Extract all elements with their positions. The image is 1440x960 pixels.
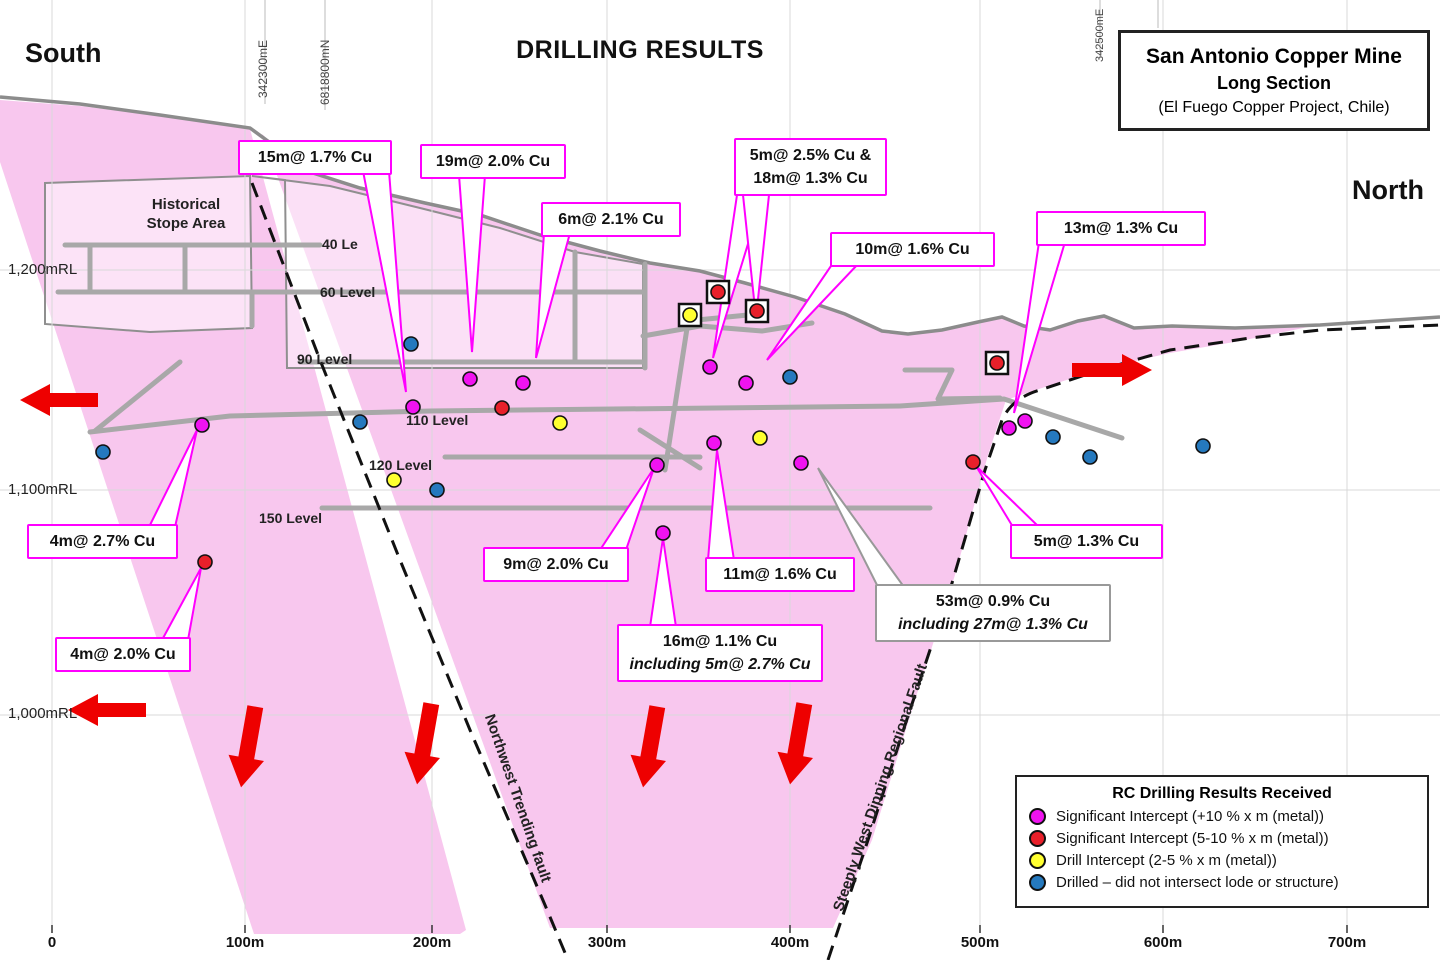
red-arrow-down-4 xyxy=(777,702,813,785)
section-name: Long Section xyxy=(1217,73,1331,94)
legend-dot-icon xyxy=(1029,874,1046,891)
x-axis-label: 300m xyxy=(587,934,627,951)
red-arrow-southwest xyxy=(68,694,146,726)
x-axis-label: 200m xyxy=(412,934,452,951)
drill-point-no_intercept xyxy=(352,414,368,430)
drill-point-intercept_2_5 xyxy=(752,430,768,446)
drill-point-significant_10 xyxy=(649,457,665,473)
legend-title: RC Drilling Results Received xyxy=(1112,785,1332,802)
surface-topography-line xyxy=(0,95,1440,336)
stope-outline-east xyxy=(251,175,644,369)
red-arrow-down-2 xyxy=(404,702,440,785)
level-label-90: 90 Level xyxy=(297,351,353,367)
red-arrow-down-3 xyxy=(630,705,666,788)
drill-point-significant_5_10 xyxy=(749,303,765,319)
legend-item: Drill Intercept (2-5 % x m (metal)) xyxy=(1029,852,1415,869)
elevation-label-1200: 1,200mRL xyxy=(8,261,78,278)
northwest-trending-fault-line xyxy=(250,182,570,960)
x-axis-ticks xyxy=(51,925,1348,933)
legend-label: Drill Intercept (2-5 % x m (metal)) xyxy=(1056,852,1277,869)
historical-stope-label-line1: Historical xyxy=(151,196,221,213)
drill-point-significant_10 xyxy=(738,375,754,391)
drill-point-significant_5_10 xyxy=(965,454,981,470)
drill-point-significant_5_10 xyxy=(989,355,1005,371)
grid-lines xyxy=(0,0,1440,932)
legend-label: Significant Intercept (5-10 % x m (metal… xyxy=(1056,830,1329,847)
legend: RC Drilling Results Received Significant… xyxy=(1015,775,1429,908)
info-box: San Antonio Copper Mine Long Section (El… xyxy=(1118,30,1430,131)
legend-item: Drilled – did not intersect lode or stru… xyxy=(1029,874,1415,891)
drill-point-no_intercept xyxy=(1195,438,1211,454)
drill-point-intercept_2_5 xyxy=(552,415,568,431)
drill-point-significant_5_10 xyxy=(710,284,726,300)
drill-point-significant_10 xyxy=(702,359,718,375)
elevation-label-1000: 1,000mRL xyxy=(8,705,78,722)
northing-label-6818800: 6818800mN xyxy=(318,39,332,105)
regional-fault-line xyxy=(826,323,1440,960)
elevation-label-1100: 1,100mRL xyxy=(8,481,78,498)
drill-point-no_intercept xyxy=(1082,449,1098,465)
drill-point-significant_10 xyxy=(793,455,809,471)
drill-point-no_intercept xyxy=(403,336,419,352)
historical-stope-label: Historical Stope Area xyxy=(140,196,232,234)
drill-point-intercept_2_5 xyxy=(682,307,698,323)
level-label-60: 60 Level xyxy=(320,284,376,300)
level-label-40: 40 Le xyxy=(322,236,358,252)
drill-point-significant_5_10 xyxy=(197,554,213,570)
drill-point-significant_10 xyxy=(405,399,421,415)
drill-point-significant_10 xyxy=(1017,413,1033,429)
drill-point-significant_10 xyxy=(194,417,210,433)
compass-south-label: South xyxy=(25,38,102,68)
red-arrow-east xyxy=(1072,354,1152,386)
fault-lines xyxy=(250,182,1440,960)
easting-label-342300: 342300mE xyxy=(256,39,270,98)
legend-dot-icon xyxy=(1029,830,1046,847)
x-axis: 0 100m 200m 300m 400m 500m 600m 700m xyxy=(0,934,1440,958)
red-arrows xyxy=(20,354,1152,788)
drill-point-intercept_2_5 xyxy=(386,472,402,488)
x-axis-label: 400m xyxy=(770,934,810,951)
easting-label-342500: 342500mE xyxy=(1094,8,1106,62)
mine-name: San Antonio Copper Mine xyxy=(1146,45,1402,68)
mineralized-zone-north-lobe xyxy=(262,134,1308,928)
compass-north-label: North xyxy=(1352,175,1424,205)
x-axis-label: 700m xyxy=(1327,934,1367,951)
drill-point-significant_10 xyxy=(515,375,531,391)
legend-items: Significant Intercept (+10 % x m (metal)… xyxy=(1029,808,1415,891)
coordinate-ticks xyxy=(264,0,1159,110)
x-axis-label: 500m xyxy=(960,934,1000,951)
historical-stope-label-line2: Stope Area xyxy=(146,214,226,232)
callout-leader xyxy=(975,465,1042,528)
x-axis-label: 0 xyxy=(47,934,57,951)
drill-point-significant_10 xyxy=(462,371,478,387)
project-name: (El Fuego Copper Project, Chile) xyxy=(1158,98,1390,116)
drill-point-significant_10 xyxy=(655,525,671,541)
drill-point-significant_10 xyxy=(706,435,722,451)
red-arrow-down-1 xyxy=(228,705,264,788)
generated-layer xyxy=(95,170,1211,641)
page-title: DRILLING RESULTS xyxy=(516,36,764,64)
drill-point-no_intercept xyxy=(1045,429,1061,445)
drill-point-significant_10 xyxy=(1001,420,1017,436)
legend-label: Significant Intercept (+10 % x m (metal)… xyxy=(1056,808,1325,825)
legend-dot-icon xyxy=(1029,808,1046,825)
drill-point-significant_5_10 xyxy=(494,400,510,416)
x-axis-label: 100m xyxy=(225,934,265,951)
legend-item: Significant Intercept (+10 % x m (metal)… xyxy=(1029,808,1415,825)
level-label-120: 120 Level xyxy=(369,457,433,473)
x-axis-label: 600m xyxy=(1143,934,1183,951)
legend-item: Significant Intercept (5-10 % x m (metal… xyxy=(1029,830,1415,847)
drill-point-no_intercept xyxy=(429,482,445,498)
level-label-110: 110 Level xyxy=(406,412,469,428)
drill-point-no_intercept xyxy=(95,444,111,460)
level-label-150: 150 Level xyxy=(259,510,323,526)
red-arrow-west xyxy=(20,384,98,416)
underground-workings xyxy=(55,242,1125,511)
legend-dot-icon xyxy=(1029,852,1046,869)
drill-point-no_intercept xyxy=(782,369,798,385)
legend-label: Drilled – did not intersect lode or stru… xyxy=(1056,874,1339,891)
